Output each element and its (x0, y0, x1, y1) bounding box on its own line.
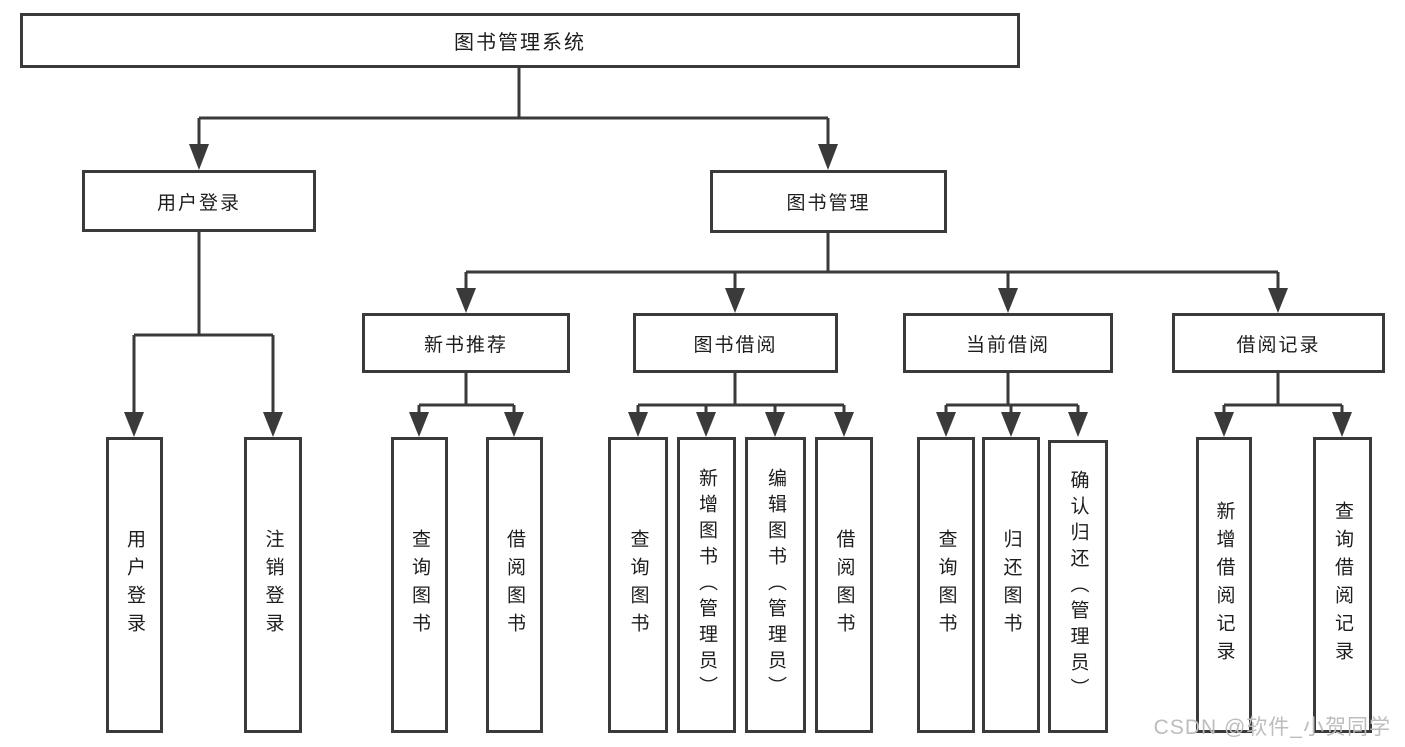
leaf-return-books: 归还图书 (982, 437, 1040, 733)
leaf-add-borrow-record: 新增借阅记录 (1196, 437, 1252, 733)
node-borrowing-records: 借阅记录 (1172, 313, 1385, 373)
leaf-add-book-admin: 新增图书（管理员） (677, 437, 736, 733)
node-library-management-system: 图书管理系统 (20, 13, 1020, 68)
leaf-borrow-books-borrowing: 借阅图书 (815, 437, 873, 733)
node-user-login: 用户登录 (82, 170, 316, 232)
leaf-query-borrow-record: 查询借阅记录 (1313, 437, 1372, 733)
leaf-query-books-borrowing: 查询图书 (608, 437, 668, 733)
leaf-query-books-current: 查询图书 (917, 437, 975, 733)
watermark-text: CSDN @软件_小贺同学 (1153, 716, 1391, 739)
node-current-borrowing: 当前借阅 (903, 313, 1113, 373)
leaf-confirm-return-admin: 确认归还（管理员） (1048, 440, 1108, 733)
node-book-borrowing: 图书借阅 (633, 313, 838, 373)
node-book-management: 图书管理 (710, 170, 947, 233)
leaf-logout: 注销登录 (244, 437, 302, 733)
leaf-user-login: 用户登录 (106, 437, 163, 733)
node-new-book-recommend: 新书推荐 (362, 313, 570, 373)
leaf-borrow-books-recommend: 借阅图书 (486, 437, 543, 733)
leaf-edit-book-admin: 编辑图书（管理员） (745, 437, 806, 733)
leaf-query-books-recommend: 查询图书 (391, 437, 448, 733)
